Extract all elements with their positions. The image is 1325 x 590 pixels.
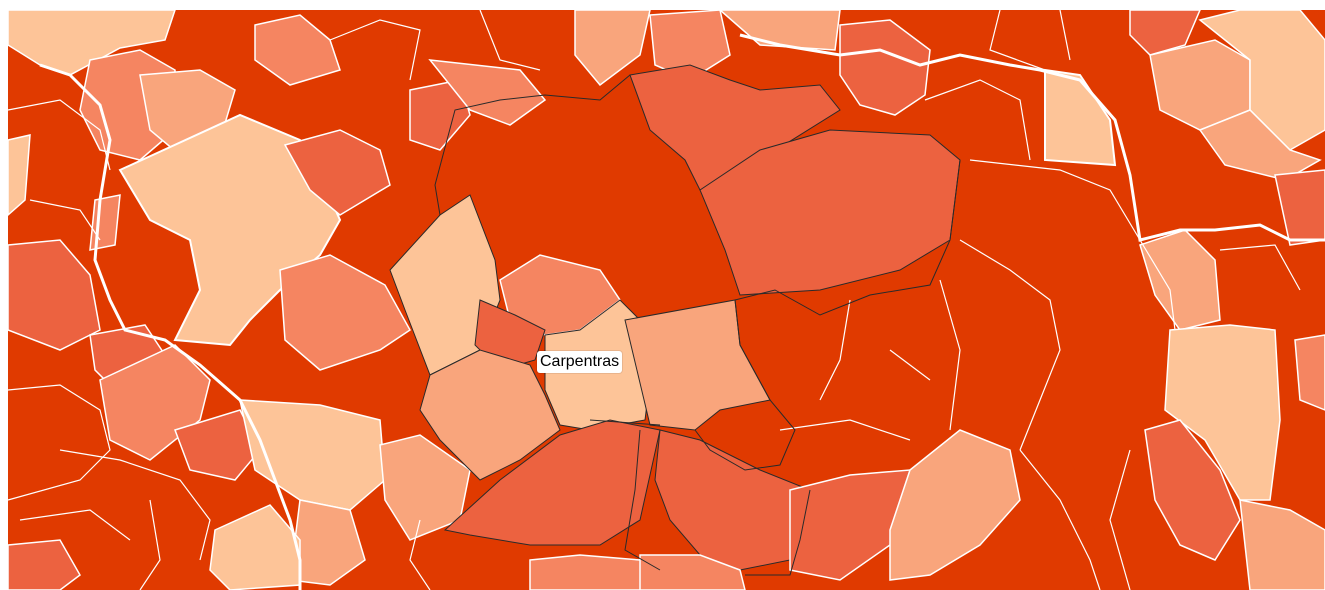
region[interactable]	[574, 9, 651, 87]
region[interactable]	[649, 9, 731, 81]
region[interactable]	[389, 194, 501, 376]
region[interactable]	[1294, 334, 1325, 411]
region[interactable]	[889, 429, 1021, 581]
map-regions	[7, 9, 1325, 590]
district-boundary	[434, 74, 961, 576]
region[interactable]	[443, 419, 661, 546]
commune-boundaries	[7, 9, 1301, 590]
region[interactable]	[1239, 499, 1325, 590]
region[interactable]	[839, 19, 931, 116]
region[interactable]	[7, 134, 31, 217]
region[interactable]	[474, 299, 546, 371]
department-boundary	[39, 33, 1325, 590]
region[interactable]	[1198, 9, 1325, 151]
region[interactable]	[279, 254, 411, 371]
region[interactable]	[718, 9, 841, 51]
region[interactable]	[529, 554, 651, 590]
region[interactable]	[639, 554, 746, 590]
region[interactable]	[1274, 169, 1325, 246]
region[interactable]	[1129, 9, 1202, 56]
region[interactable]	[283, 129, 391, 216]
region[interactable]	[7, 239, 101, 351]
region[interactable]	[89, 194, 121, 251]
region[interactable]	[254, 14, 341, 86]
region[interactable]	[419, 349, 561, 481]
region[interactable]	[1198, 109, 1322, 181]
place-label-carpentras[interactable]: Carpentras	[537, 351, 623, 373]
region[interactable]	[1144, 419, 1241, 561]
region[interactable]	[629, 64, 841, 191]
region[interactable]	[7, 539, 81, 590]
region[interactable]	[1044, 68, 1117, 167]
region[interactable]	[428, 59, 547, 126]
region[interactable]	[174, 409, 261, 481]
